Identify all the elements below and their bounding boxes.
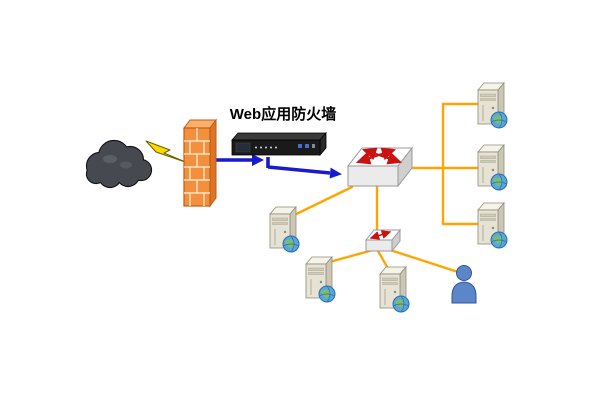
server-icon-right-1 [477, 82, 508, 129]
access-switch-icon [364, 228, 402, 253]
server-icon-dmz [269, 206, 300, 253]
firewall-wall-icon [183, 118, 217, 208]
server-icon-right-2 [477, 144, 508, 191]
internet-cloud-icon [85, 139, 153, 189]
server-icon-right-3 [477, 202, 508, 249]
traffic-flow-arrows [214, 154, 342, 179]
link-dmz-server [286, 185, 354, 220]
user-icon [451, 265, 477, 304]
lightning-bolt-icon [145, 140, 189, 164]
core-switch-icon [346, 146, 414, 188]
link-user [382, 246, 460, 274]
traffic-arrowhead-2 [329, 167, 342, 179]
waf-label: Web应用防火墙 [230, 105, 336, 123]
link-server-bottom-1 [324, 248, 375, 265]
traffic-arrowhead-1 [252, 154, 264, 166]
switch-red-arrow [369, 230, 392, 240]
traffic-arrow-waf-switch [267, 165, 331, 175]
server-icon-bottom-1 [305, 256, 336, 303]
server-icon-bottom-2 [379, 266, 410, 313]
network-links [286, 102, 480, 274]
switch-red-arrow [361, 147, 403, 165]
waf-appliance-icon [231, 131, 327, 157]
